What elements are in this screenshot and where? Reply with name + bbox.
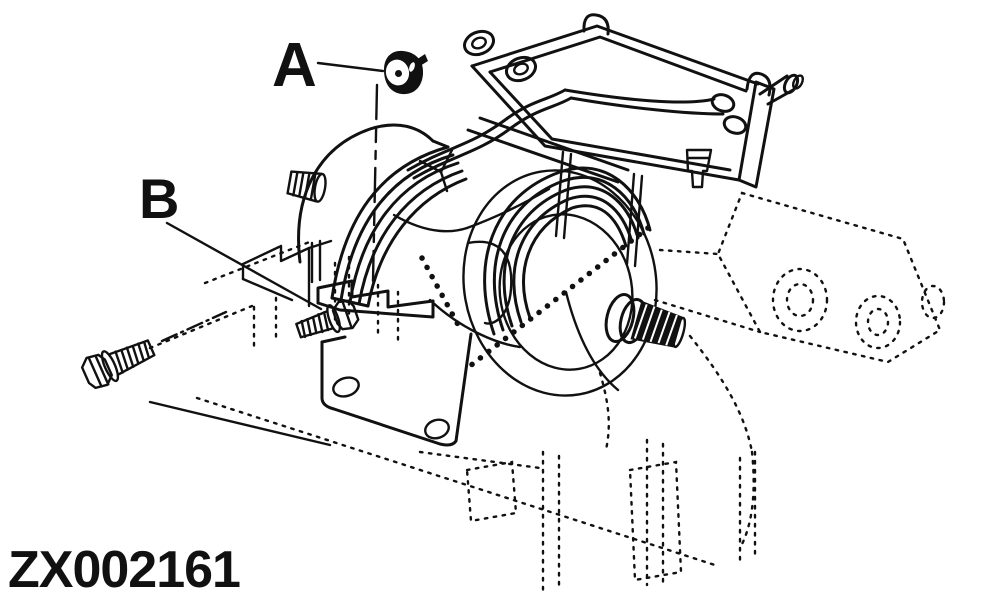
part-a-plug <box>384 50 428 95</box>
tube-fittings-left <box>462 29 538 83</box>
part-b-bolt-extracted <box>80 339 156 390</box>
input-spline-shaft <box>286 170 327 203</box>
flange-stipple-chain <box>467 225 651 369</box>
callout-a-leader <box>316 61 385 73</box>
left-housing-dome <box>286 123 468 319</box>
callout-b-leader <box>165 221 323 311</box>
part-a-insert-axis <box>371 83 379 283</box>
corner-post <box>582 13 610 36</box>
plate-hole <box>424 418 450 440</box>
part-b-insert-axis <box>160 310 228 343</box>
phantom-rockshaft-housing <box>653 191 946 364</box>
figure-code: ZX002161 <box>8 541 240 598</box>
pto-spline-shaft <box>604 293 687 349</box>
tube-fittings-right <box>710 93 748 135</box>
callout-b-label: B <box>139 167 179 230</box>
right-drum-housing <box>419 166 687 397</box>
callout-a-label: A <box>272 31 317 100</box>
center-housing <box>392 148 551 349</box>
plate-hole <box>332 376 360 398</box>
sensor-plug <box>685 148 713 189</box>
flange-stipple-chain <box>419 255 465 335</box>
frame-boss <box>758 73 805 106</box>
mounting-plate <box>148 239 473 447</box>
hydraulic-tubes <box>406 88 725 184</box>
frame-end-plate <box>737 80 776 189</box>
part-b-bolt-installed <box>295 299 360 339</box>
phantom-transmission-case <box>148 239 757 592</box>
